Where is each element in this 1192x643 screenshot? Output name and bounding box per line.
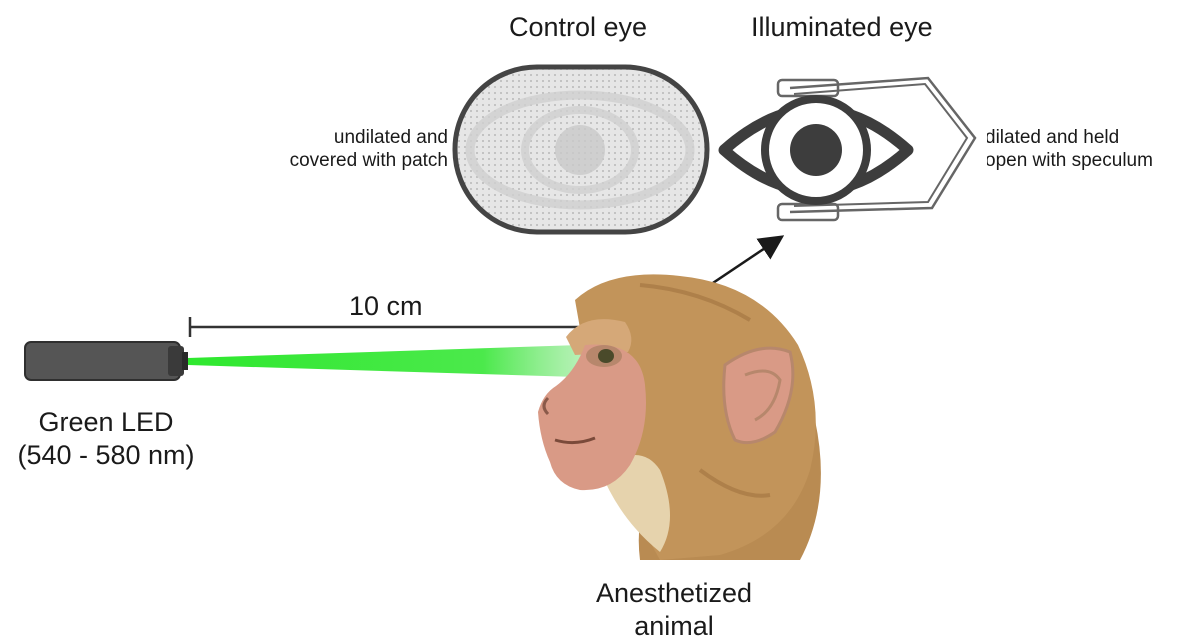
led-flashlight-icon <box>25 342 188 380</box>
distance-bracket <box>190 317 597 337</box>
eye-patch <box>455 67 707 232</box>
green-light-beam <box>188 344 610 378</box>
monkey-head-illustration <box>538 274 821 560</box>
